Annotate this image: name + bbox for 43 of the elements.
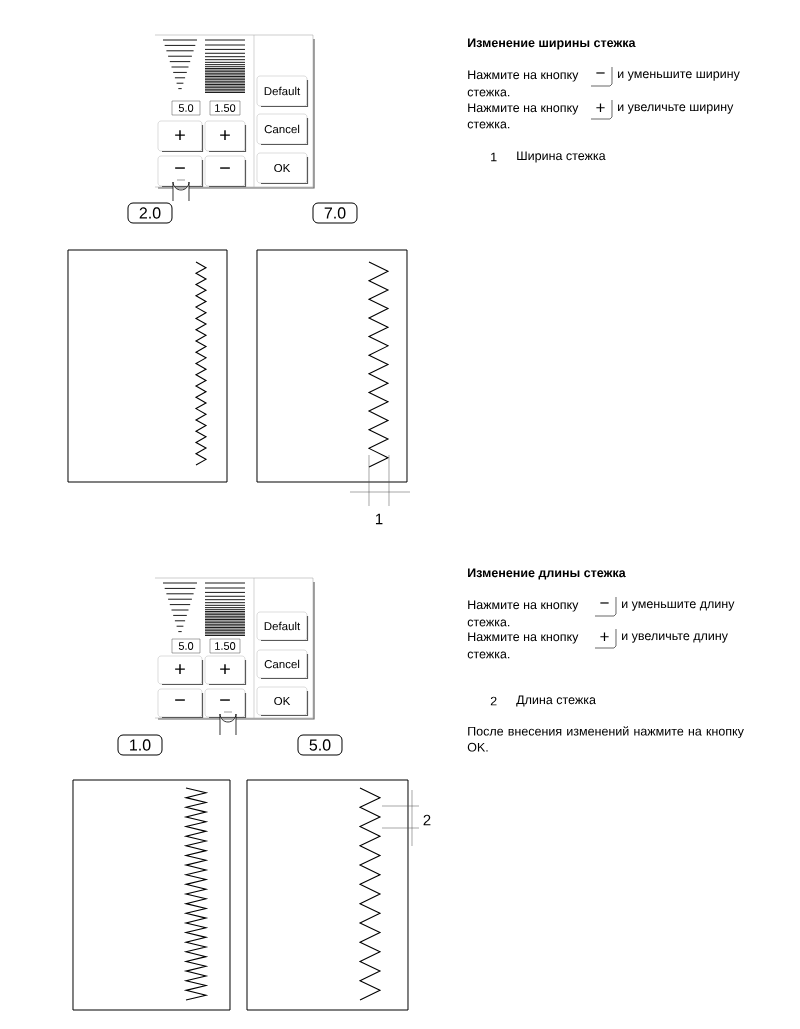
screen-button: Cancel [256,649,309,680]
instruction-text: стежка. [467,651,510,659]
instruction-text: и увеличьте длину [622,633,728,643]
setting-badge: 5.0 [297,734,343,756]
instruction-text: и уменьшите ширину [618,71,740,81]
section-heading: Изменение ширины стежка [468,38,636,50]
screen-button: Cancel [256,113,309,146]
instruction-text: стежка. [467,89,510,97]
instruction-text: Нажмите на кнопку [468,103,579,115]
screen-button: + [204,655,247,686]
instruction-text: Нажмите на кнопку [468,70,579,82]
value-box: 5.0 [171,638,201,654]
screen-button: − [157,155,204,188]
callout-number: 2 [423,814,431,826]
instruction-text: стежка. [467,121,510,129]
screen-button: + [204,120,247,153]
screen-button: Default [256,75,309,108]
setting-badge: 1.0 [117,734,163,756]
value-box: 5.0 [171,100,201,116]
screen-button: OK [256,686,309,717]
instruction-text: 1 [491,152,497,162]
screen-button: + [157,655,204,686]
screen-button: − [157,688,204,719]
callout-number: 1 [375,513,383,525]
instruction-text: 2 [490,696,497,706]
screen-button: − [204,155,247,188]
screen-button: OK [256,152,309,185]
instruction-text: Ширина стежка [517,151,606,163]
screen-button: + [157,120,204,153]
setting-badge: 2.0 [127,202,173,224]
value-box: 1.50 [209,638,241,654]
value-box: 1.50 [209,100,241,116]
instruction-text: Нажмите на кнопку [468,632,579,644]
instruction-text: После внесения изменений нажмите на кнопку OK. [467,726,744,752]
instruction-text: Длина стежка [516,695,596,707]
screen-button: − [204,688,247,719]
instruction-text: стежка. [467,619,510,627]
instruction-text: и уменьшите длину [622,601,735,611]
screen-button: Default [256,611,309,642]
setting-badge: 7.0 [312,202,358,224]
section-heading: Изменение длины стежка [468,568,626,580]
instruction-text: и увеличьте ширину [618,104,734,114]
instruction-text: Нажмите на кнопку [468,600,579,612]
